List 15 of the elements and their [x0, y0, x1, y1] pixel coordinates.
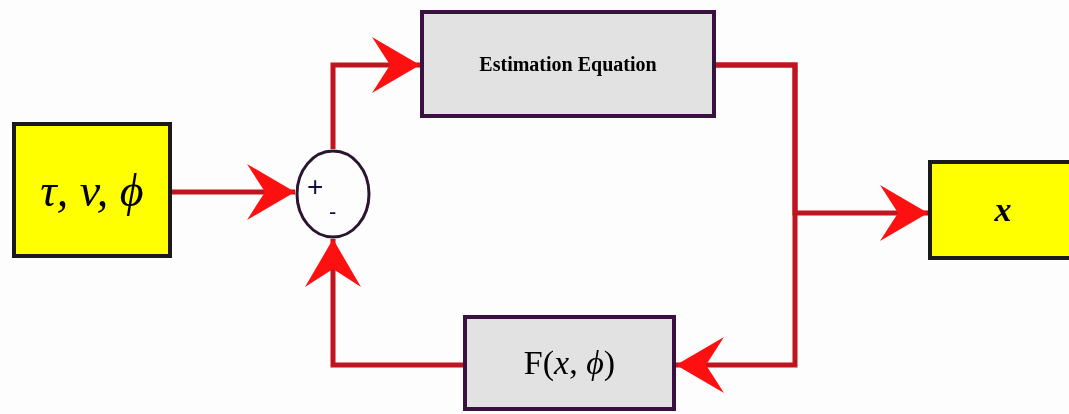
input-box [12, 122, 172, 258]
feedback-box [463, 315, 676, 411]
box-label: Estimation Equation [479, 52, 657, 76]
arrow [676, 62, 798, 393]
arrow [330, 37, 420, 149]
math-label: τ, v, ϕ [40, 163, 144, 217]
output-box [928, 160, 1069, 260]
arrow [305, 239, 463, 368]
box-label: F(x, ϕ) [523, 344, 616, 382]
summing-junction [295, 149, 371, 239]
arrow [172, 164, 295, 220]
plus-sign: + [307, 173, 324, 201]
minus-sign: - [329, 201, 337, 223]
math-label: x [994, 191, 1012, 229]
process-box [420, 10, 716, 118]
